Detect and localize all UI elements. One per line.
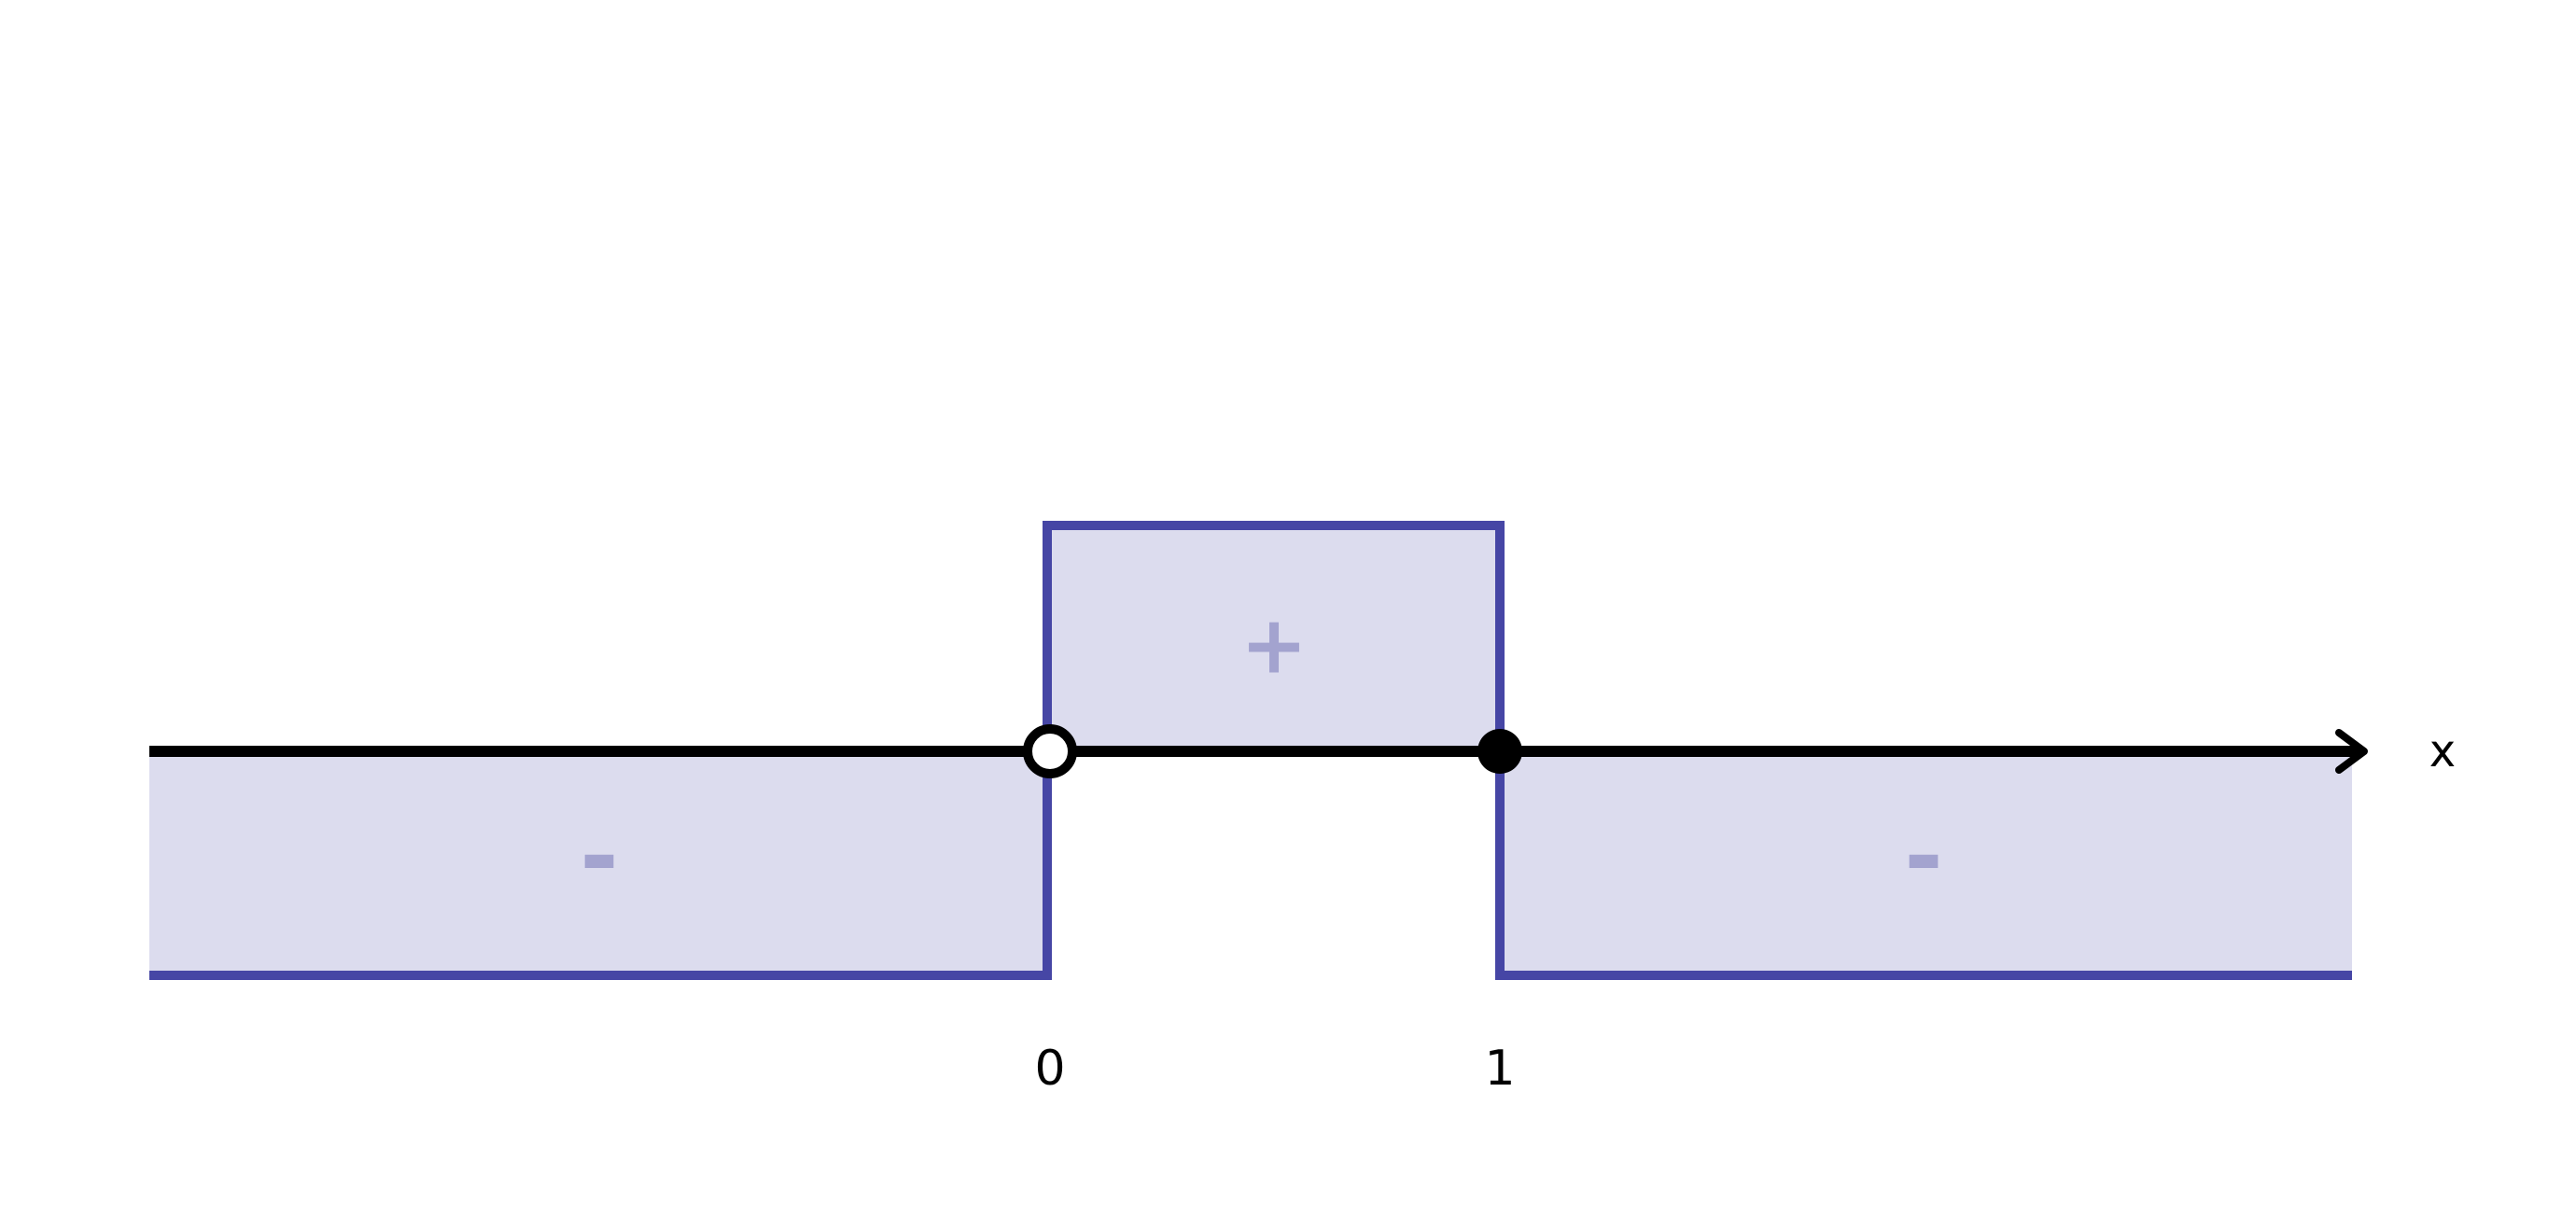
point-label-0: 0	[1034, 1041, 1065, 1097]
open-point-marker	[1023, 724, 1077, 778]
interval-negative-right	[1500, 751, 2352, 975]
interval-positive	[1043, 521, 1505, 756]
sign-negative-left: -	[580, 801, 619, 910]
axis-label: x	[2429, 725, 2456, 777]
point-label-1: 1	[1484, 1041, 1515, 1097]
sign-positive: +	[1240, 598, 1308, 692]
sign-negative-right: -	[1904, 801, 1943, 910]
closed-point-marker	[1477, 729, 1522, 774]
interval-negative-left	[149, 751, 1047, 975]
axis-arrow-icon	[2335, 729, 2368, 774]
interval-negative-right-outline	[1495, 751, 2352, 980]
interval-negative-left-outline	[149, 751, 1052, 980]
